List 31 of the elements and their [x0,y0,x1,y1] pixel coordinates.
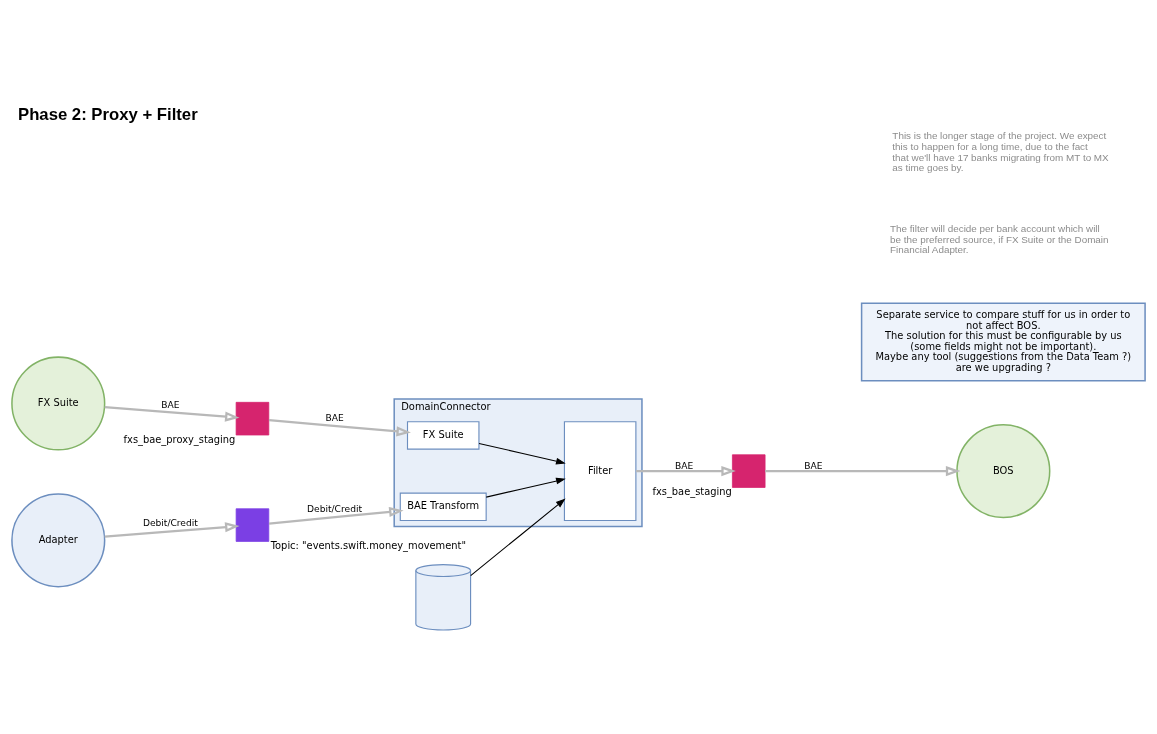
edge-label: Debit/Credit [142,518,198,529]
node-circle: FX Suite [11,356,106,451]
node-label: Topic: "events.swift.money_movement" [270,540,466,552]
label: The filter will decide per bank account which will be the preferred source, if FX Suite or the Domain Financial Adapter. [890,223,1109,256]
edge-label: Debit/Credit [307,503,363,514]
arrow [470,498,566,577]
arrow [636,466,736,477]
edge-label: BAE [675,460,694,471]
label: This is the longer stage of the project. We expect this to happen for a long time, due to the fact that we'll have 17 banks migrating from MT to MX as time goes by. [892,130,1109,174]
node-box: BAE Transform [399,492,487,522]
diagram-title: Phase 2: Proxy + Filter [18,104,198,124]
arrow [478,442,566,465]
node-label: fxs_bae_staging [652,486,732,498]
node-label: fxs_bae_proxy_staging [123,433,236,445]
node-box [235,401,270,436]
arrow [268,418,411,437]
edge-label: BAE [325,413,344,424]
arrow [268,506,404,525]
arrow [485,477,566,498]
node-box [235,508,270,542]
node-circle: BOS [956,424,1051,519]
node-circle: Adapter [11,493,106,588]
edge-label: BAE [804,460,823,471]
node-box [732,454,766,488]
node-box: FX Suite [406,421,480,450]
node-box: Filter [563,421,637,522]
edge-label: BAE [161,399,180,410]
arrow [765,466,961,477]
arrow [104,405,240,422]
arrow [104,522,240,538]
node-box: Separate service to compare stuff for us in order to not affect BOS. The solution for this must be configurable by us (some fields might not be important). Maybe any tool (suggestions from the Data Team ?) are we upgrading ? [860,302,1146,382]
